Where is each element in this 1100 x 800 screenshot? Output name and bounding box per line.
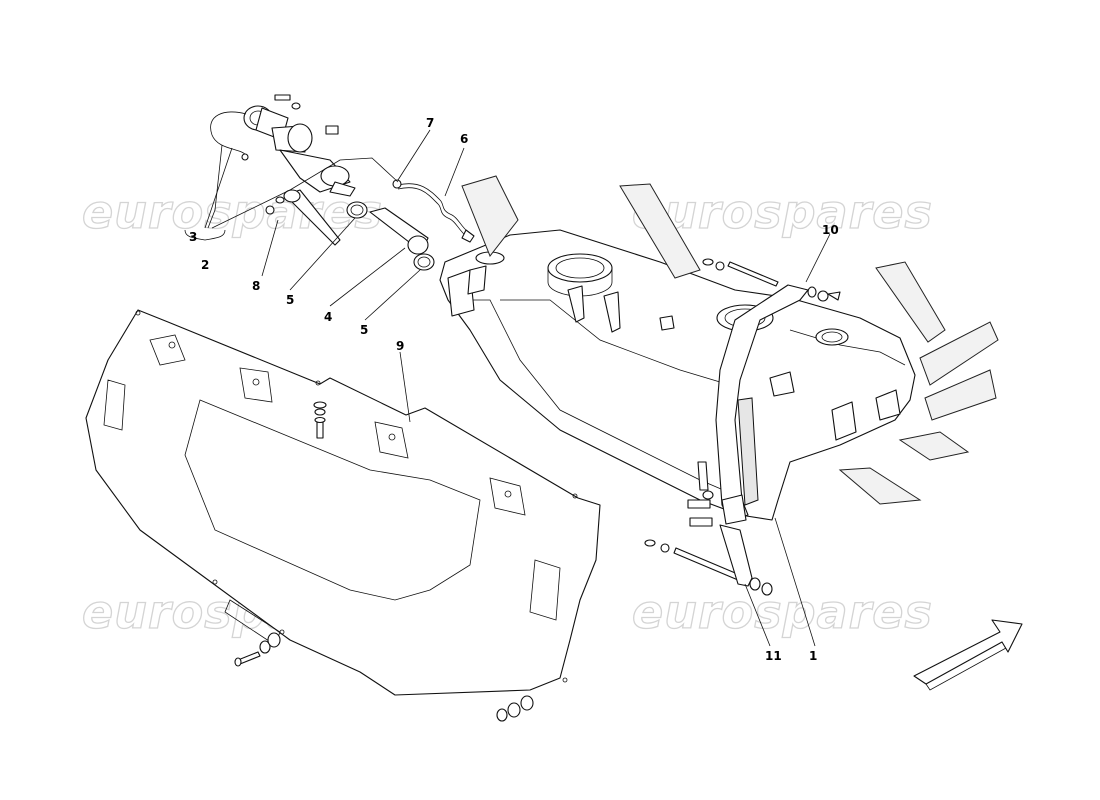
callout-2: 2 <box>201 258 209 272</box>
shield-bolt-bottom-right <box>496 695 534 722</box>
strap-hardware-top <box>702 258 841 302</box>
callout-11: 11 <box>765 649 782 663</box>
front-direction-arrow-icon <box>913 619 1023 691</box>
callout-3: 3 <box>189 230 197 244</box>
callout-1: 1 <box>809 649 817 663</box>
callout-6: 6 <box>460 132 468 146</box>
strap-hardware-bottom <box>644 461 773 596</box>
vent-pipe <box>392 179 475 243</box>
hose-clamp-lower <box>413 253 435 271</box>
filler-cap-assembly <box>210 94 356 197</box>
callout-7: 7 <box>426 116 434 130</box>
watermark-top-right: eurospares <box>632 185 933 239</box>
watermark-bottom-right: eurospares <box>632 585 933 639</box>
callout-5-upper: 5 <box>286 293 294 307</box>
callout-10: 10 <box>822 223 839 237</box>
callout-8: 8 <box>252 279 260 293</box>
filler-hose <box>369 207 429 255</box>
clamp-bracket <box>265 189 341 246</box>
felt-pads <box>461 175 999 505</box>
callout-4: 4 <box>324 310 332 324</box>
watermark-top-left: eurospares <box>82 185 383 239</box>
callout-5-lower: 5 <box>360 323 368 337</box>
leader-lines <box>184 129 831 647</box>
heat-shield-panel <box>85 309 601 696</box>
fuel-tank <box>439 229 916 521</box>
shield-bolt-bottom-left <box>234 632 281 667</box>
callout-9: 9 <box>396 339 404 353</box>
hose-clamp-upper <box>346 201 368 219</box>
tank-strap <box>715 284 809 525</box>
callout-labels: 7 6 3 2 8 5 4 5 9 10 11 1 <box>189 116 839 663</box>
shield-bolt-top <box>313 401 327 439</box>
